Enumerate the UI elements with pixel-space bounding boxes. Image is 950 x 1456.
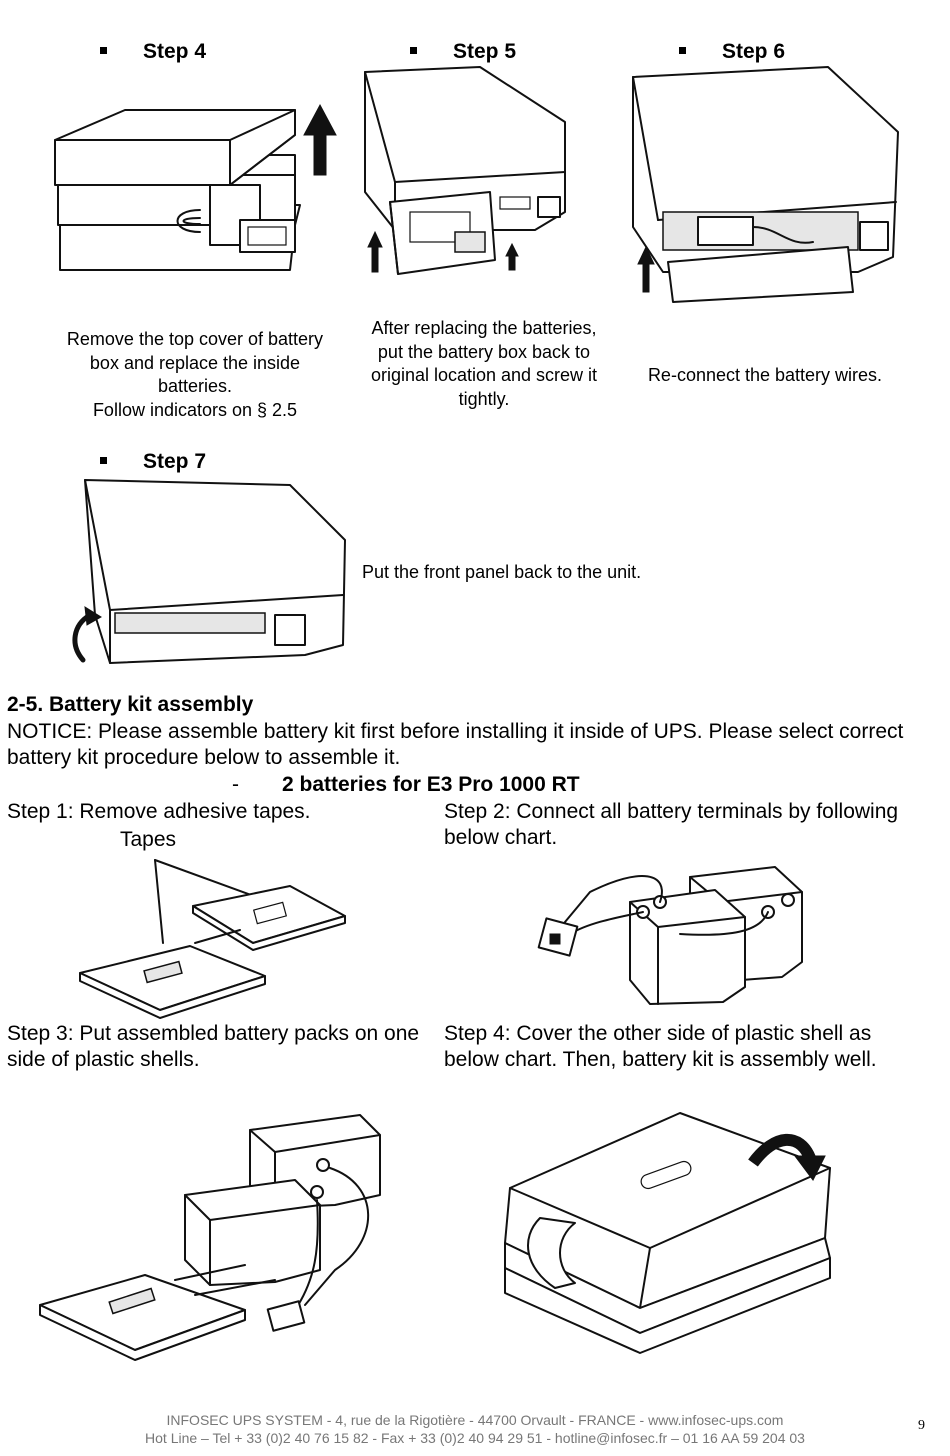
step-5-caption: After replacing the batteries, put the b… <box>370 318 598 409</box>
step-7-heading: Step 7 <box>100 450 206 474</box>
subheading: 2 batteries for E3 Pro 1000 RT <box>282 773 580 796</box>
up-arrow-icon <box>637 245 655 293</box>
kit-step-3-text: Step 3: Put assembled battery packs on o… <box>7 1022 420 1071</box>
kit-step-4-text: Step 4: Cover the other side of plastic … <box>444 1022 877 1071</box>
kit-step-1-text: Step 1: Remove adhesive tapes. <box>7 800 311 823</box>
step-4-illustration <box>54 103 337 271</box>
step-7-caption: Put the front panel back to the unit. <box>362 562 642 582</box>
section-title: 2-5. Battery kit assembly <box>7 693 254 716</box>
footer: INFOSEC UPS SYSTEM - 4, rue de la Rigoti… <box>60 1411 890 1447</box>
up-arrow-icon <box>303 103 337 176</box>
curved-arrow-icon <box>72 606 102 663</box>
kit-step-4-illustration <box>504 1112 831 1354</box>
sub-dash: - <box>232 773 239 796</box>
step-7-illustration <box>72 479 346 664</box>
step-5-heading: Step 5 <box>410 40 516 64</box>
square-bullet-icon <box>100 456 107 464</box>
square-bullet-icon <box>100 46 107 54</box>
page-number: 9 <box>918 1418 925 1433</box>
step-6-illustration <box>632 66 899 303</box>
section-notice: NOTICE: Please assemble battery kit firs… <box>7 720 904 769</box>
minus-terminal-icon <box>316 1158 330 1172</box>
tapes-label: Tapes <box>120 828 177 851</box>
curved-arrow-icon <box>748 1133 826 1181</box>
minus-terminal-icon <box>781 893 795 907</box>
step-6-caption: Re-connect the battery wires. <box>647 365 883 385</box>
kit-step-3-illustration <box>39 1114 381 1361</box>
step-4-heading: Step 4 <box>100 40 206 64</box>
step-4-caption: Remove the top cover of battery box and … <box>66 329 324 420</box>
kit-step-1-illustration <box>79 859 346 1019</box>
footer-address: INFOSEC UPS SYSTEM - 4, rue de la Rigoti… <box>166 1412 784 1428</box>
step-5-illustration <box>364 66 566 275</box>
step-6-heading: Step 6 <box>679 40 785 64</box>
square-bullet-icon <box>679 46 686 54</box>
plus-terminal-icon <box>310 1185 324 1199</box>
kit-step-2-text: Step 2: Connect all battery terminals by… <box>444 800 899 849</box>
up-arrow-icon <box>367 230 519 273</box>
kit-step-2-illustration <box>537 866 803 1005</box>
footer-contact: Hot Line – Tel + 33 (0)2 40 76 15 82 - F… <box>145 1430 805 1446</box>
square-bullet-icon <box>410 46 417 54</box>
